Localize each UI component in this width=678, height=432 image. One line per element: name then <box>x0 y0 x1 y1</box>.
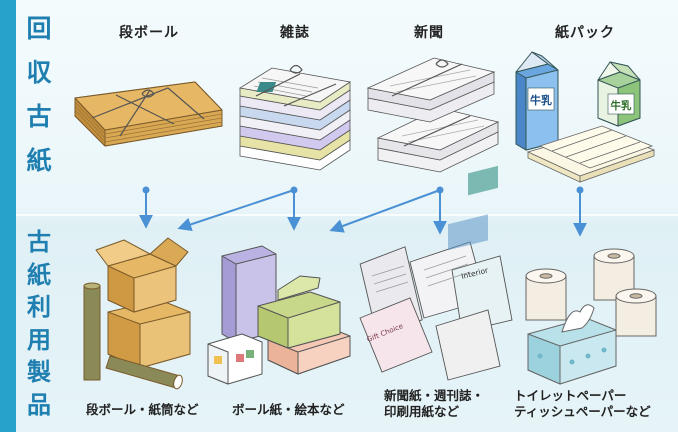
product-line: ボール紙・絵本など <box>232 402 345 417</box>
label-char: 品 <box>27 390 51 419</box>
product-line: ティッシュペーパーなど <box>514 404 651 419</box>
label-char: 古 <box>27 228 51 256</box>
label-char: 回 <box>26 14 52 43</box>
label-char: 収 <box>26 58 52 87</box>
label-char: 利 <box>27 293 51 321</box>
product-line: 新聞紙・週刊誌・ <box>384 388 485 403</box>
category-paper-carton: 紙パック <box>555 25 615 41</box>
product-label-cardboard: 段ボール・紙筒など <box>86 402 199 418</box>
milk-label-text: 牛乳 <box>611 99 632 112</box>
product-line: 段ボール・紙筒など <box>86 402 199 417</box>
milk-label-text: 牛乳 <box>530 93 552 107</box>
product-label-print: 新聞紙・週刊誌・ 印刷用紙など <box>384 388 484 420</box>
flow-arrows <box>139 186 587 237</box>
product-label-tissue: トイレットペーパー ティッシュペーパーなど <box>514 388 651 420</box>
product-line: トイレットペーパー <box>514 388 627 403</box>
label-char: 紙 <box>26 146 52 175</box>
category-cardboard: 段ボール <box>119 25 179 41</box>
cardboard-bundle-illustration <box>74 81 223 147</box>
collected-paper-label: 回 収 古 紙 <box>22 14 56 176</box>
recycled-products-label: 古 紙 利 用 製 品 <box>22 228 56 419</box>
newspaper-bundle-illustration <box>366 57 500 173</box>
magazine-bundle-illustration <box>238 64 352 171</box>
cardboard-products-illustration <box>83 237 191 390</box>
label-char: 製 <box>27 358 51 386</box>
print-products-illustration: Interior Gift Choice <box>359 165 513 381</box>
side-accent-band <box>0 0 16 432</box>
category-newspaper: 新聞 <box>414 25 444 41</box>
label-char: 古 <box>26 102 52 131</box>
product-line: 印刷用紙など <box>384 404 460 419</box>
label-char: 紙 <box>27 260 51 289</box>
section-divider <box>16 214 678 216</box>
paperboard-products-illustration <box>207 245 351 385</box>
tissue-products-illustration <box>525 248 657 385</box>
label-char: 用 <box>27 325 51 354</box>
paper-carton-illustration: 牛乳 牛乳 <box>515 51 656 183</box>
category-magazine: 雑誌 <box>280 25 310 41</box>
product-label-paperboard: ボール紙・絵本など <box>232 402 345 418</box>
